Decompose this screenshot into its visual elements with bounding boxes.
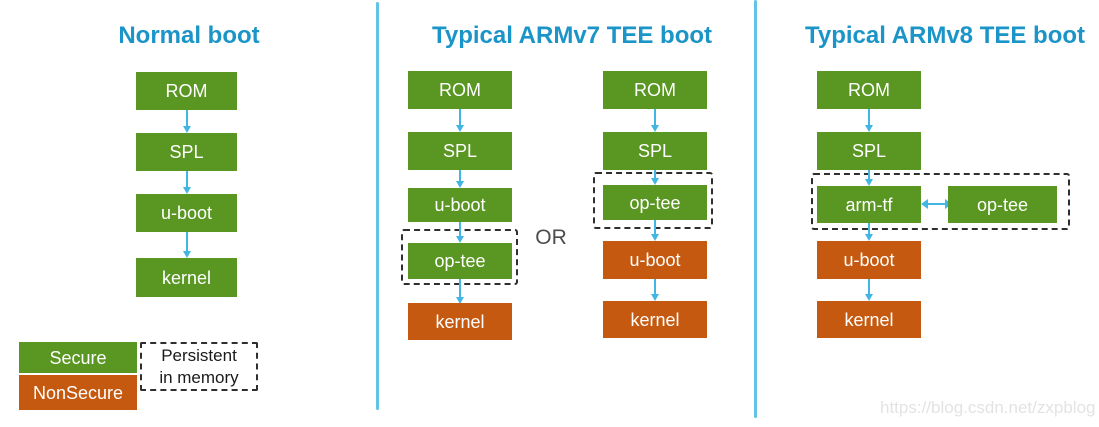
persistent-outline-armtf-optee	[811, 173, 1070, 230]
down-arrow-icon	[650, 279, 659, 301]
column-divider	[754, 0, 757, 418]
watermark-text: https://blog.csdn.net/zxpblog	[880, 398, 1096, 417]
armv7b-node-optee: op-tee	[603, 185, 707, 220]
double-arrow-icon	[921, 199, 952, 209]
down-arrow-icon	[864, 109, 873, 132]
normal-node-spl: SPL	[136, 133, 237, 171]
armv7b-node-rom: ROM	[603, 71, 707, 109]
normal-node-rom: ROM	[136, 72, 237, 110]
down-arrow-icon	[182, 232, 191, 258]
legend-persistent-line2: in memory	[159, 367, 239, 387]
armv8-node-uboot: u-boot	[817, 241, 921, 279]
down-arrow-icon	[455, 109, 464, 132]
normal-boot-title: Normal boot	[118, 22, 260, 49]
armv8-node-kernel: kernel	[817, 301, 921, 338]
armv8-node-rom: ROM	[817, 71, 921, 109]
legend-persistent-box: Persistent in memory	[140, 342, 258, 391]
down-arrow-icon	[650, 170, 659, 185]
armv8-node-armtf: arm-tf	[817, 186, 921, 223]
legend-persistent-line1: Persistent	[161, 345, 237, 365]
persistent-outline-optee	[593, 172, 713, 229]
down-arrow-icon	[864, 170, 873, 186]
armv8-node-optee: op-tee	[948, 186, 1057, 223]
column-divider	[376, 2, 379, 410]
armv7b-node-kernel: kernel	[603, 301, 707, 338]
down-arrow-icon	[864, 223, 873, 241]
legend-secure-swatch: Secure	[19, 342, 137, 373]
armv8-node-spl: SPL	[817, 132, 921, 170]
normal-node-kernel: kernel	[136, 258, 237, 297]
armv7a-node-uboot: u-boot	[408, 188, 512, 222]
armv8-boot-title: Typical ARMv8 TEE boot	[804, 22, 1086, 49]
armv7a-node-spl: SPL	[408, 132, 512, 170]
down-arrow-icon	[650, 109, 659, 132]
or-separator: OR	[535, 226, 567, 249]
armv7a-node-optee: op-tee	[408, 243, 512, 279]
armv7-boot-title: Typical ARMv7 TEE boot	[431, 22, 713, 49]
down-arrow-icon	[455, 222, 464, 243]
down-arrow-icon	[864, 279, 873, 301]
down-arrow-icon	[182, 110, 191, 133]
armv7b-node-uboot: u-boot	[603, 241, 707, 279]
down-arrow-icon	[182, 171, 191, 194]
down-arrow-icon	[455, 170, 464, 188]
armv7b-node-spl: SPL	[603, 132, 707, 170]
normal-node-uboot: u-boot	[136, 194, 237, 232]
legend-nonsecure-swatch: NonSecure	[19, 375, 137, 410]
armv7a-node-kernel: kernel	[408, 303, 512, 340]
down-arrow-icon	[455, 279, 464, 304]
down-arrow-icon	[650, 220, 659, 241]
armv7a-node-rom: ROM	[408, 71, 512, 109]
